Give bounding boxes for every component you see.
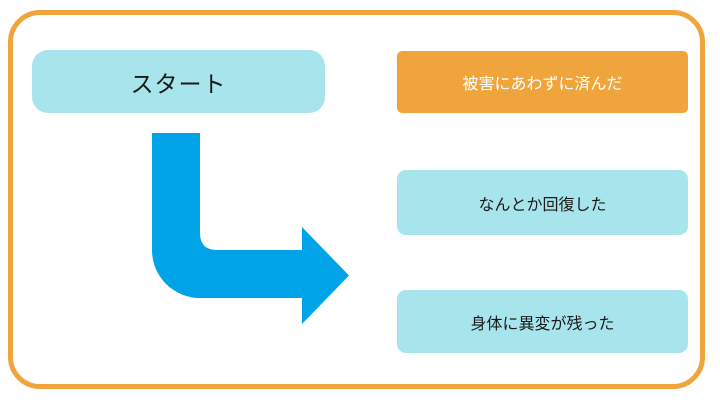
outcome-box-recovered-label: なんとか回復した (478, 196, 607, 214)
outcome-box-recovered: なんとか回復した (397, 170, 688, 235)
outcome-box-lasting-effects-label: 身体に異変が残った (470, 315, 615, 333)
outcome-box-lasting-effects: 身体に異変が残った (397, 290, 688, 353)
outcome-box-no-damage-label: 被害にあわずに済んだ (462, 76, 623, 93)
outcome-box-no-damage: 被害にあわずに済んだ (397, 51, 688, 113)
start-box-label: スタート (130, 70, 227, 97)
start-box: スタート (32, 50, 325, 113)
outer-frame-border (8, 10, 705, 389)
